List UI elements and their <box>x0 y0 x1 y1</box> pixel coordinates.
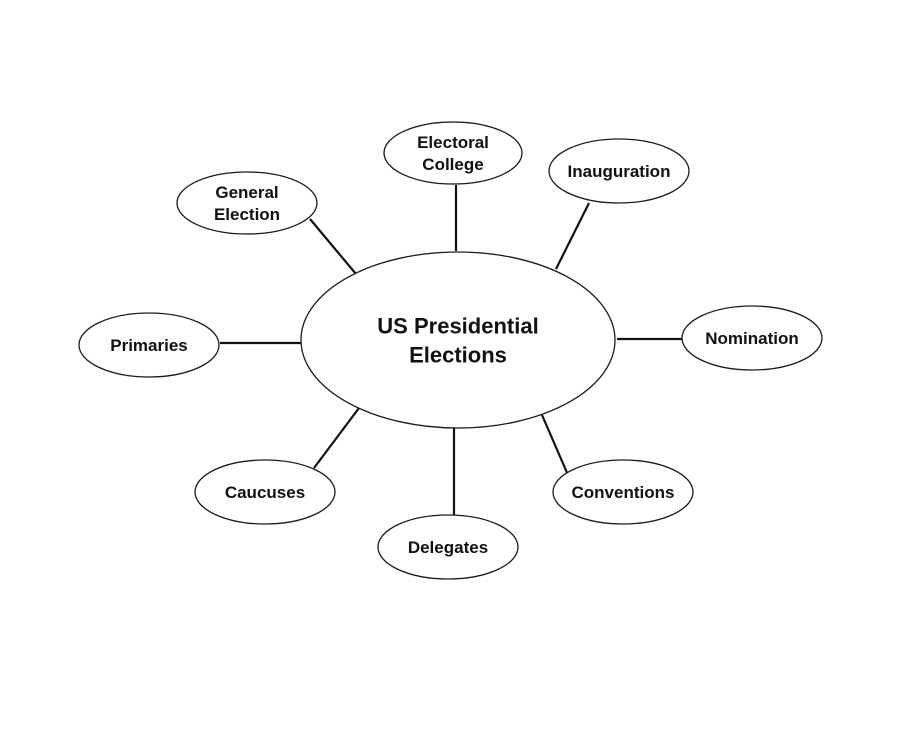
node-caucuses: Caucuses <box>194 459 336 525</box>
node-nomination: Nomination <box>681 305 823 371</box>
connector-caucuses <box>313 407 360 469</box>
node-label: Election <box>214 205 280 224</box>
node-ellipse <box>176 171 318 235</box>
node-delegates: Delegates <box>377 514 519 580</box>
node-ellipse <box>681 305 823 371</box>
node-label: College <box>422 155 483 174</box>
node-label: Conventions <box>572 483 675 502</box>
connector-inauguration <box>555 202 590 270</box>
node-label: Electoral <box>417 133 489 152</box>
node-label: Caucuses <box>225 483 305 502</box>
node-ellipse <box>383 121 523 185</box>
node-conventions: Conventions <box>552 459 694 525</box>
connector-conventions <box>540 414 570 476</box>
node-ellipse <box>300 251 616 429</box>
node-ellipse <box>78 312 220 378</box>
node-label: Delegates <box>408 538 488 557</box>
connector-lines <box>220 185 683 516</box>
node-label: Elections <box>409 343 507 368</box>
node-ellipse <box>377 514 519 580</box>
node-label: Nomination <box>705 329 799 348</box>
node-ellipse <box>194 459 336 525</box>
node-ellipse <box>552 459 694 525</box>
node-primaries: Primaries <box>78 312 220 378</box>
node-inauguration: Inauguration <box>548 138 690 204</box>
node-ellipse <box>548 138 690 204</box>
connector-general-election <box>309 218 357 275</box>
node-label: Primaries <box>110 336 188 355</box>
node-label: General <box>215 183 278 202</box>
node-label: US Presidential <box>377 314 538 339</box>
node-label: Inauguration <box>568 162 671 181</box>
